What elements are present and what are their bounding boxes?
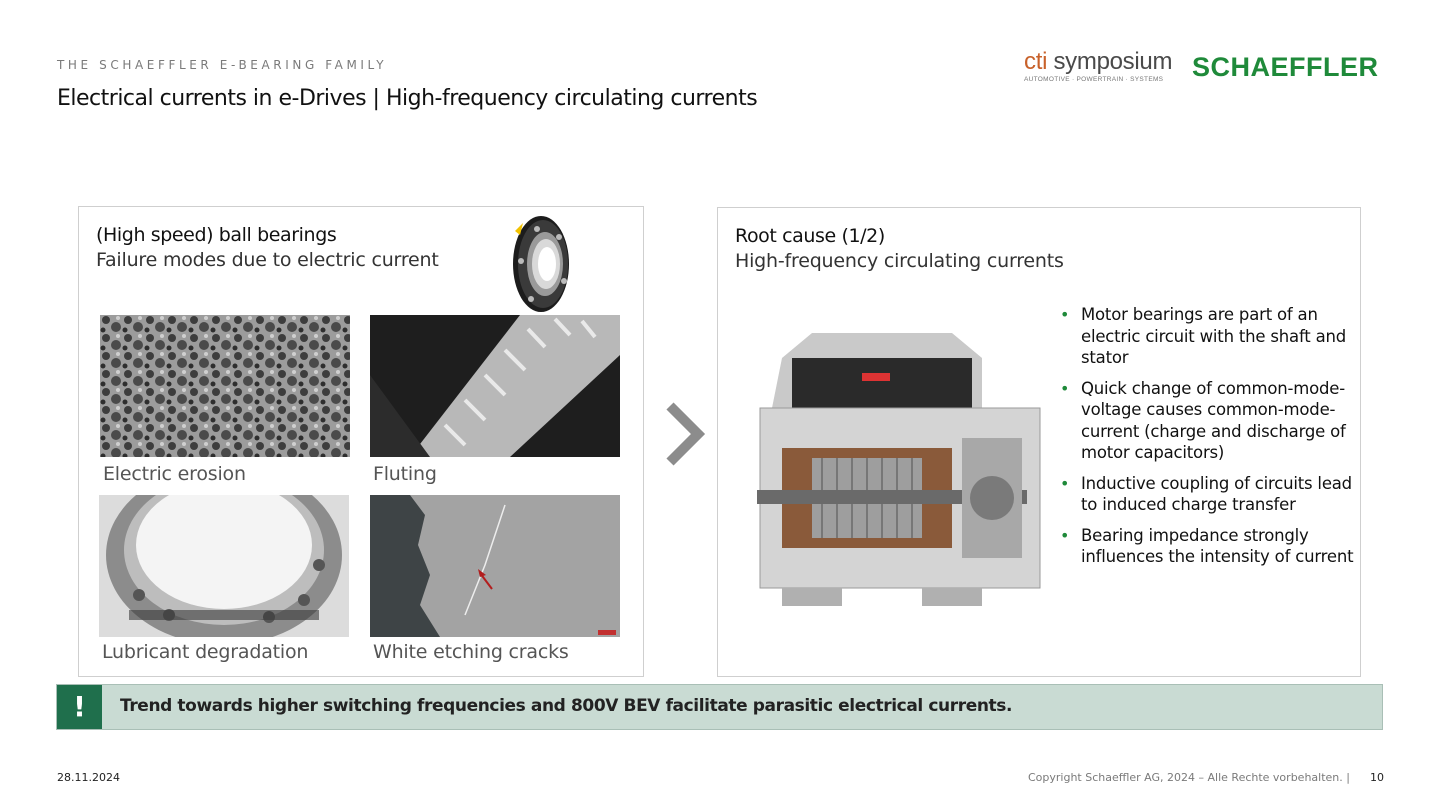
caption-fluting: Fluting — [373, 463, 437, 485]
ball-bearing-icon — [507, 211, 575, 319]
caption-white-etching-cracks: White etching cracks — [373, 641, 569, 663]
list-item: •Motor bearings are part of an electric … — [1060, 305, 1347, 367]
root-cause-bullet-list: •Motor bearings are part of an electric … — [1060, 304, 1356, 577]
exclamation-icon: ! — [57, 685, 102, 729]
cti-symposium-logo: cti symposium AUTOMOTIVE · POWERTRAIN · … — [1024, 48, 1173, 84]
list-item: •Quick change of common-mode-voltage cau… — [1060, 378, 1346, 463]
caption-electric-erosion: Electric erosion — [103, 463, 246, 485]
root-cause-panel: Root cause (1/2) High-frequency circulat… — [717, 207, 1361, 677]
list-item: •Bearing impedance strongly influences t… — [1060, 525, 1354, 567]
right-panel-subheading: High-frequency circulating currents — [735, 250, 1064, 272]
fluting-photo — [370, 315, 620, 457]
left-panel-subheading: Failure modes due to electric current — [96, 249, 439, 271]
failure-modes-panel: (High speed) ball bearings Failure modes… — [78, 206, 644, 677]
list-item: •Inductive coupling of circuits lead to … — [1060, 473, 1352, 515]
schaeffler-logo: SCHAEFFLER — [1192, 52, 1379, 82]
e-drive-cutaway-image — [752, 328, 1044, 612]
chevron-right-icon — [660, 400, 708, 474]
electric-erosion-photo — [100, 315, 350, 457]
callout-text: Trend towards higher switching frequenci… — [120, 696, 1013, 716]
left-panel-heading: (High speed) ball bearings — [96, 224, 337, 246]
white-etching-cracks-photo — [370, 495, 620, 637]
right-panel-heading: Root cause (1/2) — [735, 225, 885, 247]
page-number: 10 — [1370, 771, 1384, 784]
eyebrow-label: THE SCHAEFFLER E-BEARING FAMILY — [57, 58, 388, 72]
page-title: Electrical currents in e-Drives | High-f… — [57, 86, 758, 111]
footer-copyright: Copyright Schaeffler AG, 2024 – Alle Rec… — [1028, 771, 1350, 784]
footer-date: 28.11.2024 — [57, 771, 120, 784]
key-message-callout: ! Trend towards higher switching frequen… — [56, 684, 1383, 730]
lubricant-degradation-photo — [99, 495, 349, 637]
caption-lubricant-degradation: Lubricant degradation — [102, 641, 309, 663]
